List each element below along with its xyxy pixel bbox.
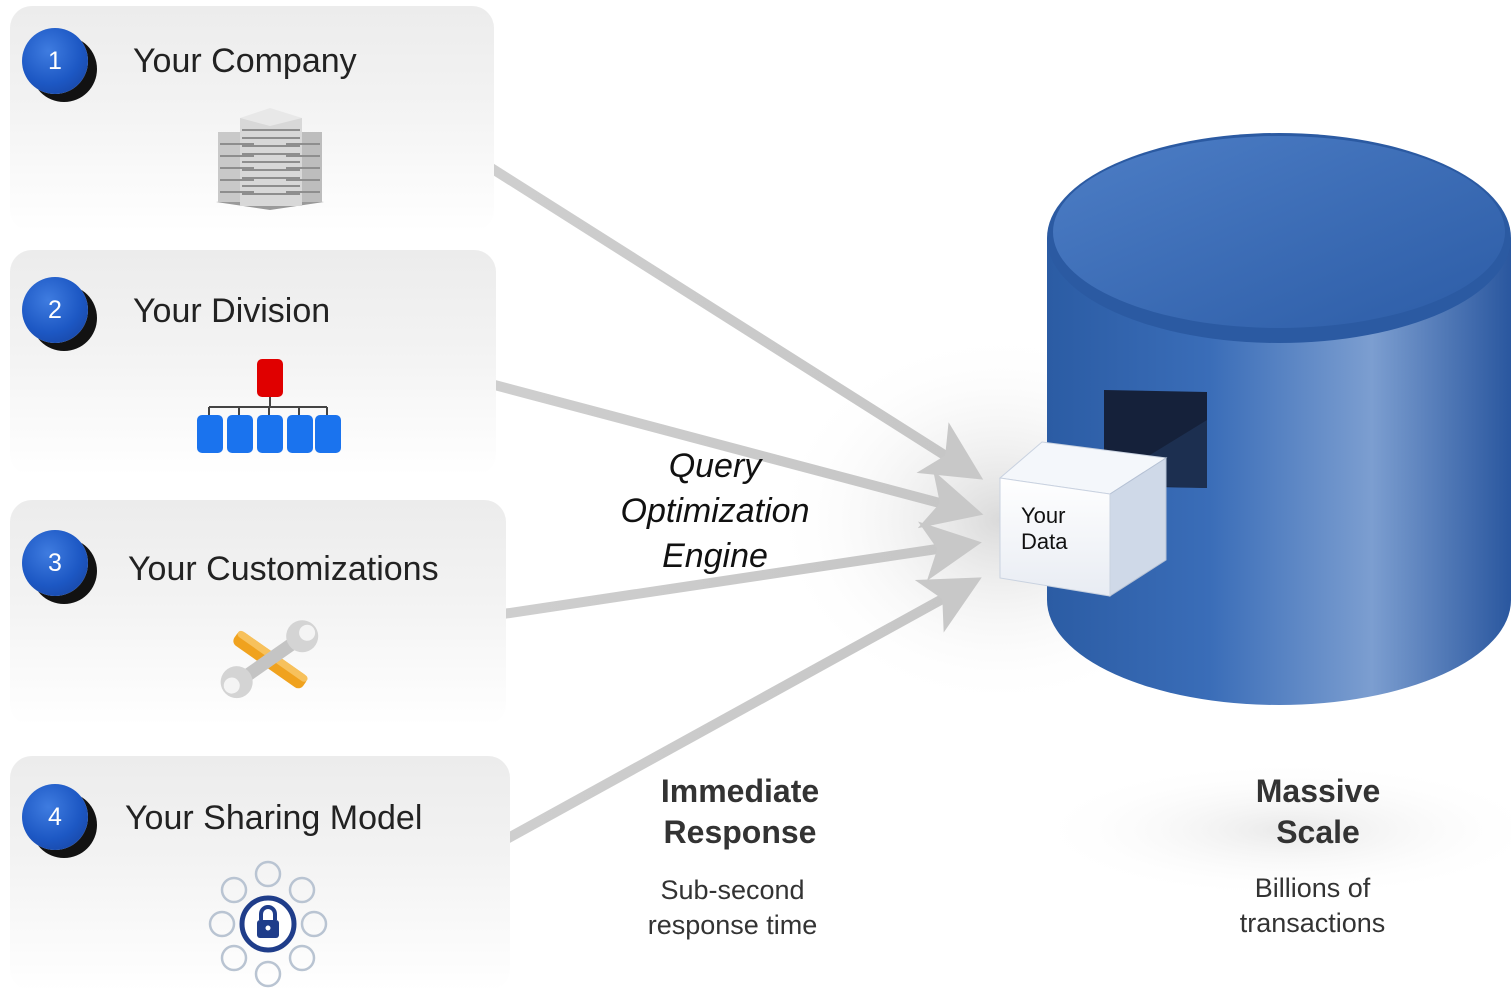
scale-sub-line-1: Billions of [1254,873,1371,903]
scale-title-line-2: Scale [1276,814,1360,850]
step-badge-1: 1 [22,28,88,94]
arrow-sharing [451,577,982,873]
response-title-line-1: Immediate [660,773,820,809]
your-data-label: Your Data [1021,503,1067,555]
source-title-customizations: Your Customizations [128,550,439,588]
massive-scale-title: Massive Scale [1208,771,1428,853]
engine-line-3: Engine [662,537,768,575]
data-cube-icon [998,441,1168,597]
response-sub-line-1: Sub-second [660,875,805,905]
immediate-response-subtitle: Sub-second response time [620,873,845,943]
immediate-response-title: Immediate Response [630,771,850,853]
scale-title-line-1: Massive [1255,773,1381,809]
step-badge-4: 4 [22,784,88,850]
massive-scale-subtitle: Billions of transactions [1200,871,1425,941]
wrench-tools-icon [220,620,319,699]
floor-shadow [1030,760,1511,900]
arrow-division [455,370,984,529]
data-line-1: Your [1021,503,1066,528]
response-sub-line-2: response time [647,910,818,940]
step-badge-3: 3 [22,530,88,596]
arrow-customizations [462,521,982,625]
lock-sharing-icon [208,860,328,988]
source-card-customizations [10,500,506,726]
source-title-company: Your Company [133,42,357,80]
arrow-company [444,135,984,480]
engine-line-2: Optimization [620,492,810,530]
database-cylinder-icon [1047,133,1511,705]
source-title-division: Your Division [133,292,331,330]
step-badge-2: 2 [22,277,88,343]
engine-line-1: Query [668,447,762,485]
response-title-line-2: Response [663,814,817,850]
source-title-sharing: Your Sharing Model [125,799,423,837]
scale-sub-line-2: transactions [1239,908,1386,938]
data-line-2: Data [1021,529,1068,554]
org-chart-icon [197,359,341,453]
office-building-icon [216,108,324,210]
source-card-sharing [10,756,510,991]
query-optimization-engine-label: Query Optimization Engine [590,444,840,579]
